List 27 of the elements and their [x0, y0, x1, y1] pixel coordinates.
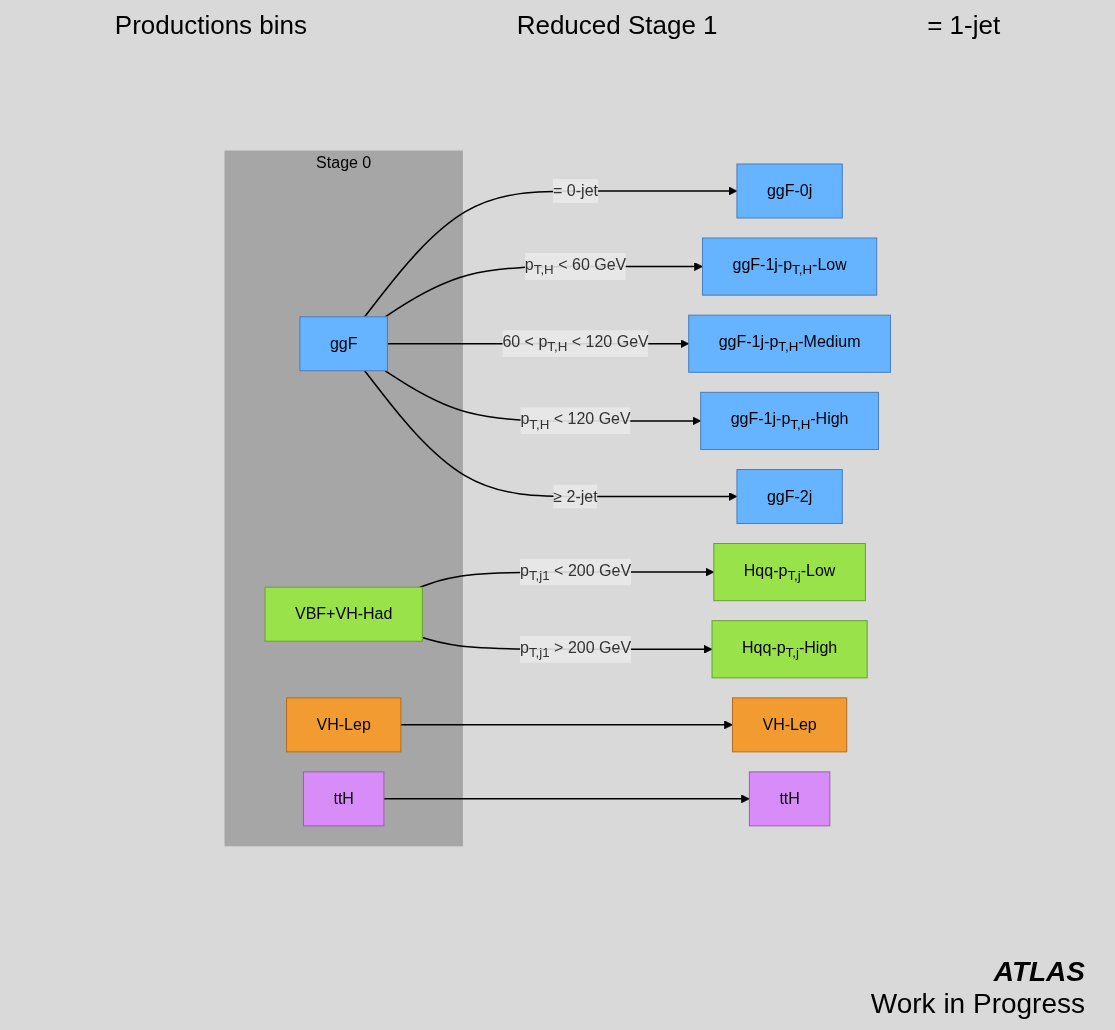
- node-box: VBF+VH-Had: [264, 586, 423, 642]
- edge-label: = 0-jet: [552, 182, 598, 200]
- node-box: ggF: [299, 316, 388, 372]
- node-box: ttH: [748, 771, 831, 827]
- note-text: Productions bins: [114, 10, 308, 41]
- arrow: [382, 794, 750, 804]
- node-box: VH-Lep: [731, 697, 847, 753]
- node-box: ggF-2j: [736, 469, 843, 525]
- arrow: [399, 720, 733, 730]
- edge-label: ≥ 2-jet: [553, 487, 598, 505]
- edge-label: p$_{T,j1}$ > 200 GeV: [519, 638, 631, 660]
- node-box: ggF-1j-p$_{T,H}$-Medium: [687, 314, 891, 373]
- note-text: Work in Progress: [869, 988, 1085, 1020]
- note-text: ATLAS: [992, 956, 1085, 988]
- edge-label: p$_{T,j1}$ < 200 GeV: [519, 561, 631, 583]
- node-box: ggF-0j: [736, 163, 843, 219]
- note-text: Reduced Stage 1: [516, 10, 718, 41]
- node-box: Hqq-p$_{T,j}$-Low: [713, 543, 866, 602]
- node-box: ggF-1j-p$_{T,H}$-Low: [701, 237, 877, 296]
- node-box: ttH: [302, 771, 385, 827]
- edge-label: p$_{T,H}$ < 60 GeV: [524, 256, 626, 278]
- edge-label: 60 < p$_{T,H}$ < 120 GeV: [502, 333, 649, 355]
- edge-label: p$_{T,H}$ < 120 GeV: [520, 410, 631, 432]
- node-box: Hqq-p$_{T,j}$-High: [711, 620, 868, 679]
- node-box: VH-Lep: [285, 697, 402, 753]
- node-box: ggF-1j-p$_{T,H}$-High: [699, 391, 879, 451]
- note-text: = 1-jet: [927, 10, 1001, 41]
